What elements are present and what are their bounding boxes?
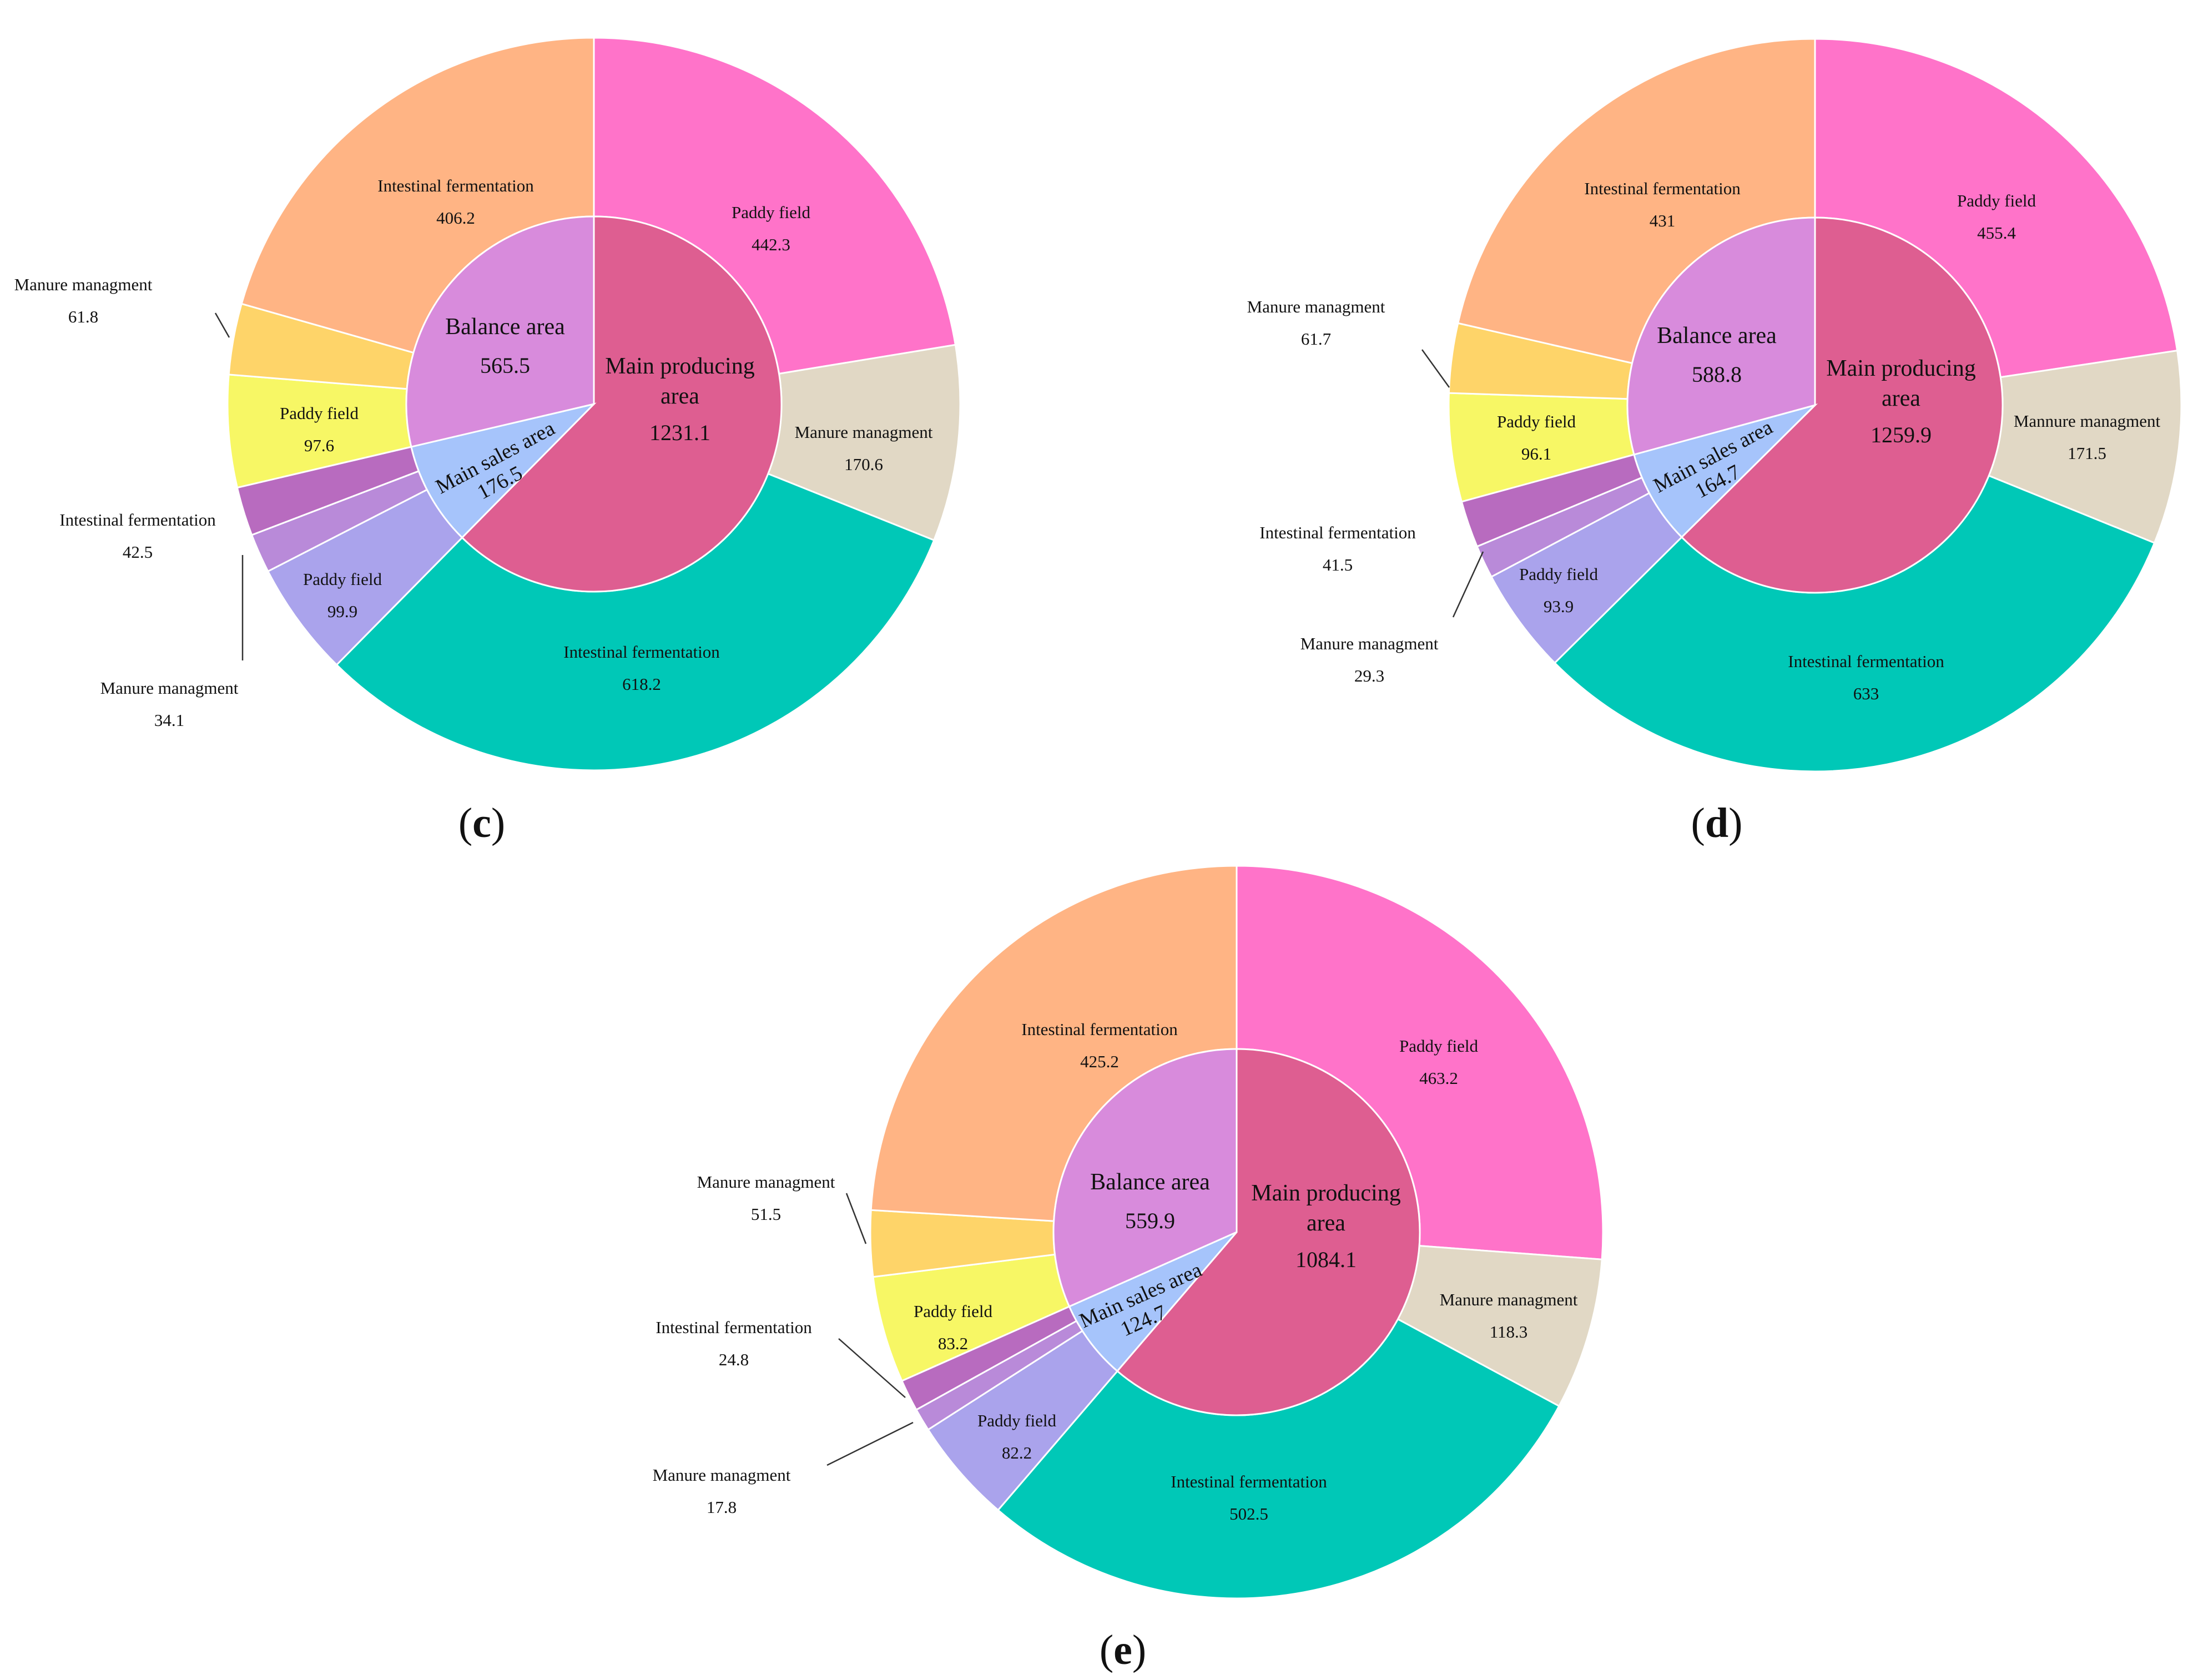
outer-label-ba_manure: Manure managment <box>14 275 153 294</box>
outer-value-ms_manure: 29.3 <box>1354 666 1384 685</box>
outer-value-ms_manure: 34.1 <box>154 710 184 730</box>
panel-label-c: (c) <box>458 800 505 846</box>
outer-label-mp_intestinal: Intestinal fermentation <box>1788 652 1944 671</box>
outer-value-mp_intestinal: 633 <box>1853 684 1879 703</box>
outer-value-ba_paddy: 97.6 <box>304 436 334 455</box>
inner-value-balance: 565.5 <box>480 353 530 378</box>
inner-slice-main_sales <box>410 402 597 539</box>
outer-value-ba_paddy: 83.2 <box>938 1334 968 1353</box>
outer-value-ba_intestinal: 425.2 <box>1080 1052 1119 1071</box>
inner-value-balance: 588.8 <box>1692 362 1742 387</box>
outer-label-mp_intestinal: Intestinal fermentation <box>1171 1472 1327 1491</box>
outer-label-ms_manure: Manure managment <box>1300 634 1439 653</box>
outer-value-ms_intestinal: 24.8 <box>719 1350 749 1369</box>
inner-slice-main_sales <box>1068 1231 1238 1373</box>
outer-value-ba_manure: 61.8 <box>68 307 98 326</box>
outer-label-ms_paddy: Paddy field <box>303 569 382 589</box>
outer-label-ba_intestinal: Intestinal fermentation <box>1584 179 1741 198</box>
panel-label-e: (e) <box>1100 1627 1146 1673</box>
outer-value-ms_intestinal: 41.5 <box>1323 555 1353 574</box>
outer-label-ba_paddy: Paddy field <box>914 1301 993 1321</box>
outer-label-mp_paddy: Paddy field <box>1399 1036 1479 1056</box>
outer-value-ba_manure: 51.5 <box>751 1204 781 1224</box>
outer-label-ms_manure: Manure managment <box>653 1465 791 1485</box>
inner-slice-main_producing <box>461 215 783 593</box>
inner-label-balance: Balance area <box>1657 323 1777 349</box>
outer-label-mp_manure: Mannure managment <box>2014 411 2161 431</box>
outer-label-mp_paddy: Paddy field <box>1957 191 2036 210</box>
outer-label-ms_intestinal: Intestinal fermentation <box>656 1318 812 1337</box>
leader-line-ba_manure <box>214 312 230 338</box>
outer-value-ba_intestinal: 431 <box>1650 211 1676 230</box>
outer-label-ms_intestinal: Intestinal fermentation <box>59 510 216 529</box>
inner-slice-balance <box>405 215 595 448</box>
inner-label-main-producing-line1: Main producing <box>1251 1180 1400 1206</box>
outer-label-ba_intestinal: Intestinal fermentation <box>377 176 534 195</box>
leader-line-ms_manure <box>826 1421 914 1466</box>
outer-value-mp_paddy: 442.3 <box>752 235 790 254</box>
outer-value-ms_manure: 17.8 <box>707 1497 737 1517</box>
outer-value-ms_paddy: 93.9 <box>1544 597 1574 616</box>
outer-value-mp_intestinal: 618.2 <box>622 674 661 694</box>
inner-label-main-producing-line2: area <box>661 384 699 409</box>
leader-line-ba_manure <box>845 1193 867 1244</box>
inner-value-main-producing: 1259.9 <box>1871 422 1932 447</box>
outer-label-mp_manure: Manure managment <box>1440 1290 1578 1309</box>
outer-label-ms_paddy: Paddy field <box>1519 564 1599 584</box>
outer-value-mp_intestinal: 502.5 <box>1229 1504 1268 1523</box>
outer-label-ba_manure: Manure managment <box>697 1172 835 1192</box>
outer-value-ba_manure: 61.7 <box>1301 329 1331 349</box>
outer-label-mp_manure: Manure managment <box>795 422 933 442</box>
inner-value-main-producing: 1084.1 <box>1295 1247 1357 1272</box>
inner-slice-main_producing <box>1116 1048 1421 1416</box>
inner-label-main-producing-line2: area <box>1882 386 1920 411</box>
leader-line-ba_manure <box>1421 349 1450 388</box>
inner-slice-main_sales <box>1633 403 1818 538</box>
outer-value-mp_manure: 170.6 <box>844 455 883 474</box>
inner-slice-main_producing <box>1680 216 2004 594</box>
outer-label-ms_intestinal: Intestinal fermentation <box>1259 523 1416 542</box>
outer-value-ms_paddy: 99.9 <box>327 602 357 621</box>
outer-label-ms_manure: Manure managment <box>100 678 239 698</box>
outer-label-ba_manure: Manure managment <box>1247 297 1385 316</box>
outer-label-ba_paddy: Paddy field <box>280 403 359 423</box>
outer-value-ba_intestinal: 406.2 <box>436 208 475 228</box>
outer-label-mp_paddy: Paddy field <box>732 203 811 222</box>
leader-line-ms_intestinal <box>838 1338 906 1398</box>
inner-label-main-producing-line1: Main producing <box>1826 356 1975 381</box>
outer-value-ms_intestinal: 42.5 <box>123 542 153 562</box>
inner-slice-balance <box>1626 216 1816 456</box>
leader-line-ms_manure <box>1452 551 1484 618</box>
panel-label-d: (d) <box>1691 800 1743 846</box>
outer-value-mp_manure: 118.3 <box>1490 1322 1528 1341</box>
inner-value-balance: 559.9 <box>1125 1208 1175 1233</box>
inner-label-main-producing-line1: Main producing <box>605 354 754 379</box>
outer-value-mp_manure: 171.5 <box>2068 443 2106 463</box>
outer-label-mp_intestinal: Intestinal fermentation <box>563 642 720 662</box>
inner-label-balance: Balance area <box>445 314 565 340</box>
outer-value-ba_paddy: 96.1 <box>1521 444 1551 463</box>
outer-label-ba_intestinal: Intestinal fermentation <box>1021 1020 1178 1039</box>
outer-value-ms_paddy: 82.2 <box>1002 1443 1032 1462</box>
outer-label-ms_paddy: Paddy field <box>977 1411 1057 1430</box>
inner-value-main-producing: 1231.1 <box>649 420 710 445</box>
outer-value-mp_paddy: 463.2 <box>1419 1068 1458 1088</box>
inner-label-main-producing-line2: area <box>1307 1210 1345 1236</box>
outer-label-ba_paddy: Paddy field <box>1497 412 1576 431</box>
inner-label-balance: Balance area <box>1090 1169 1210 1195</box>
inner-slice-balance <box>1052 1048 1238 1308</box>
outer-value-mp_paddy: 455.4 <box>1977 223 2016 243</box>
